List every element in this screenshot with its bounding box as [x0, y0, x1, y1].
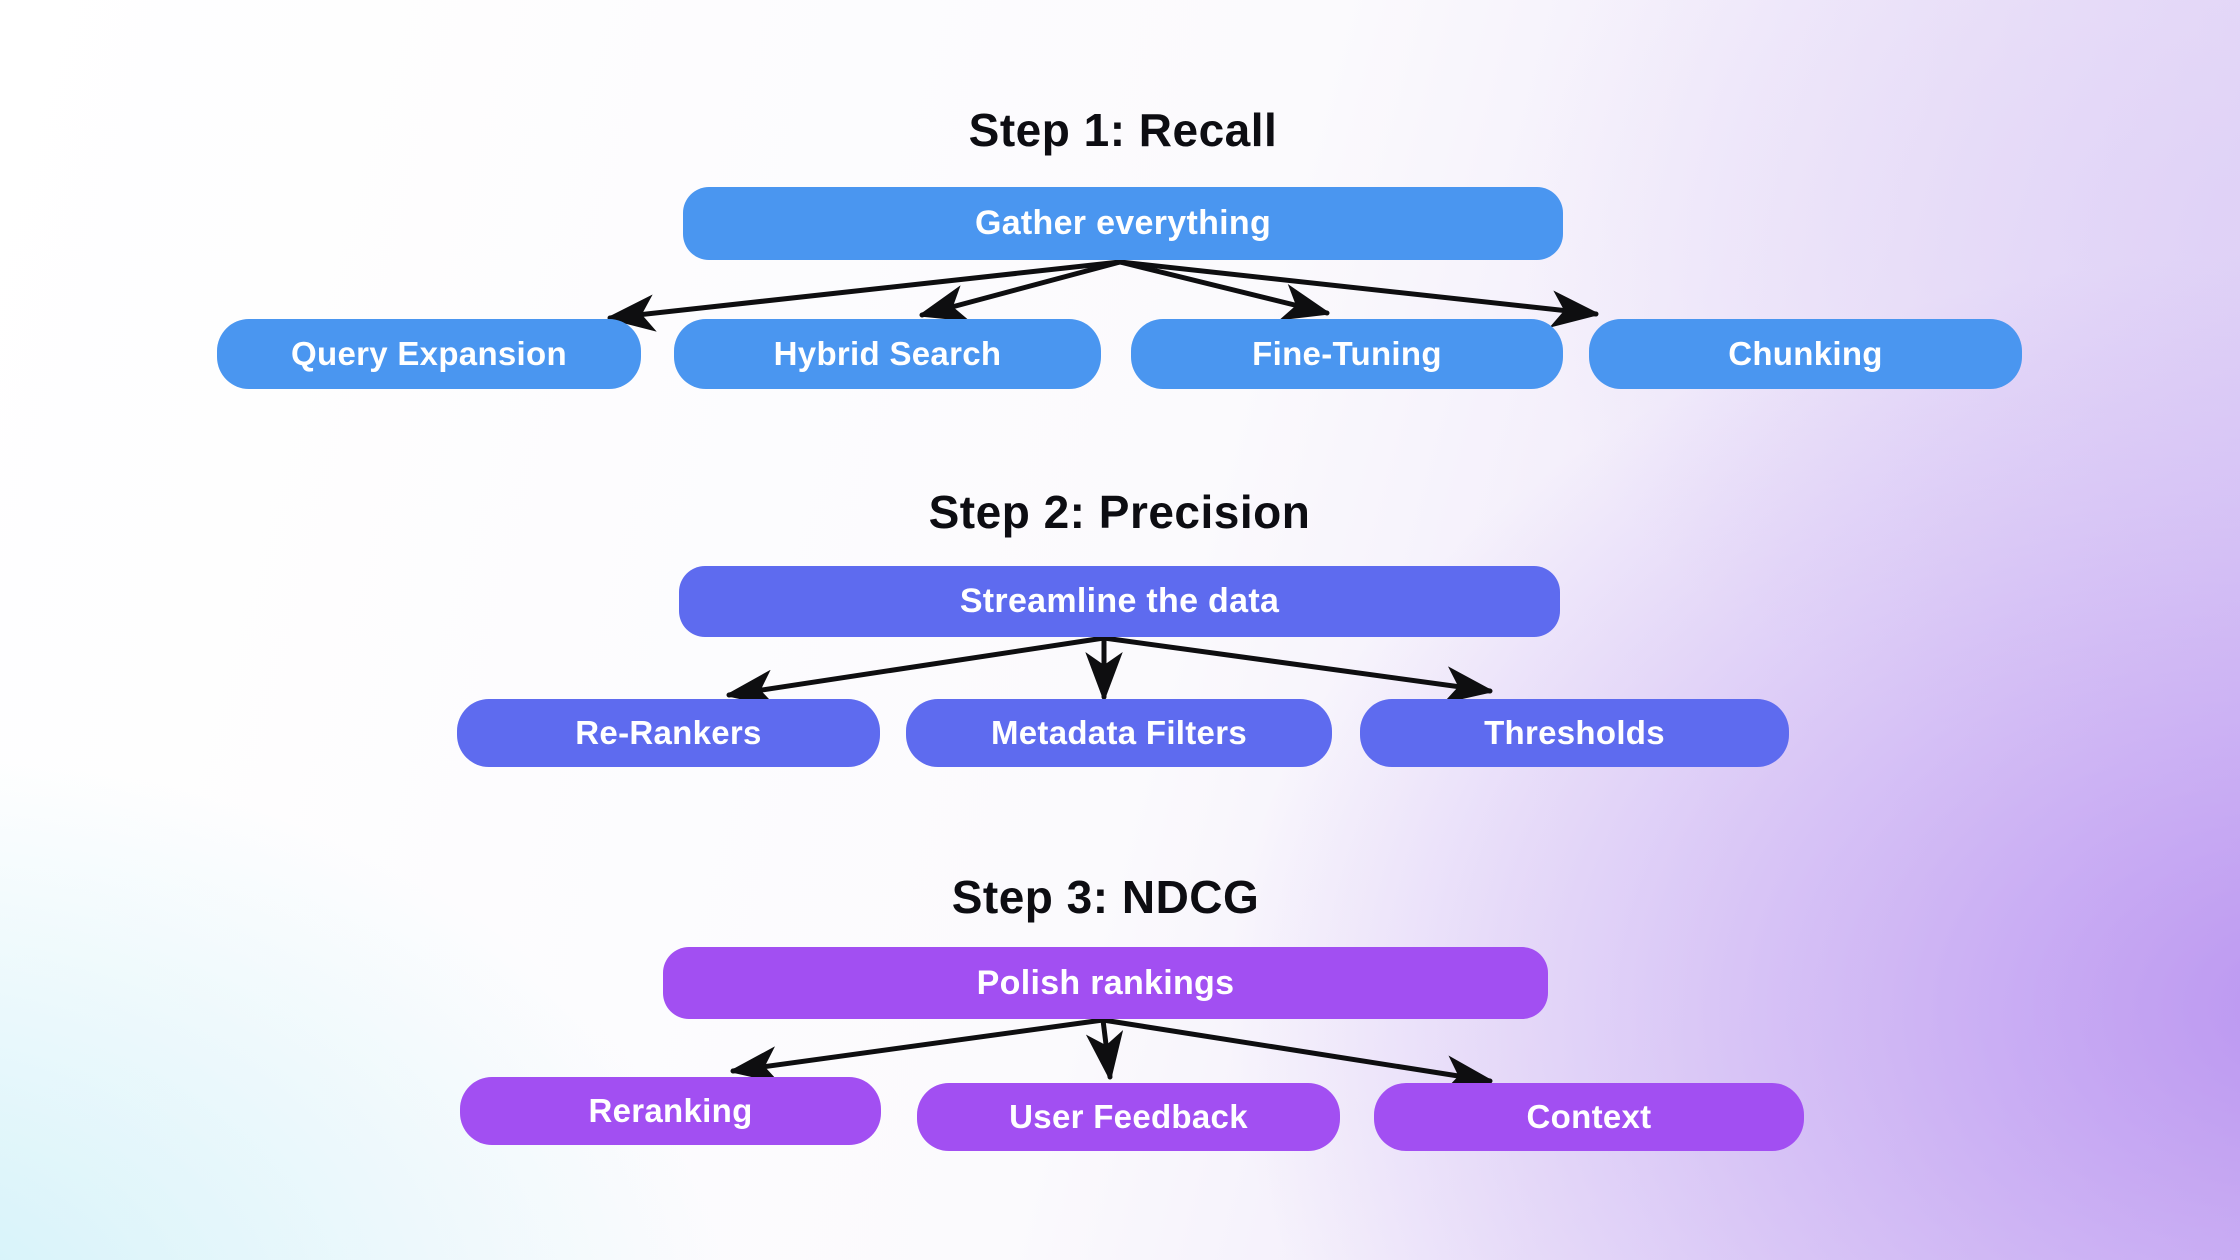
- node-chunking: Chunking: [1589, 319, 2022, 389]
- node-label: Gather everything: [974, 204, 1272, 242]
- arrows-step-1: [607, 259, 1599, 318]
- node-re-rankers: Re-Rankers: [457, 699, 880, 767]
- node-label: Chunking: [1728, 335, 1883, 372]
- arrow-polish-to-user-feedback: [1103, 1017, 1110, 1080]
- node-label: Fine-Tuning: [1252, 335, 1442, 372]
- node-gather-everything: Gather everything: [683, 187, 1563, 260]
- node-thresholds: Thresholds: [1360, 699, 1789, 767]
- arrow-polish-to-reranking: [733, 1017, 1106, 1071]
- node-context: Context: [1374, 1083, 1804, 1151]
- node-polish-rankings: Polish rankings: [663, 947, 1548, 1019]
- node-query-expansion: Query Expansion: [217, 319, 641, 389]
- node-user-feedback: User Feedback: [917, 1083, 1340, 1151]
- arrow-gather-to-query-expansion: [607, 259, 1123, 318]
- section-title-step-2: Step 2: Precision: [928, 486, 1311, 538]
- arrows-step-3: [733, 1017, 1490, 1081]
- node-label: Metadata Filters: [990, 714, 1248, 751]
- arrow-streamline-to-thresholds: [1101, 635, 1490, 691]
- arrows-step-2: [729, 635, 1490, 697]
- node-label: Streamline the data: [959, 582, 1280, 620]
- node-label: Query Expansion: [291, 335, 567, 372]
- section-title-step-3: Step 3: NDCG: [951, 871, 1260, 923]
- node-label: Context: [1526, 1098, 1652, 1135]
- node-label: Reranking: [588, 1092, 753, 1129]
- node-label: Re-Rankers: [575, 714, 762, 751]
- arrow-gather-to-hybrid-search: [922, 259, 1123, 315]
- node-label: Hybrid Search: [773, 335, 1002, 372]
- arrow-polish-to-context: [1100, 1017, 1490, 1081]
- node-metadata-filters: Metadata Filters: [906, 699, 1332, 767]
- arrow-gather-to-chunking: [1117, 259, 1599, 314]
- node-label: Polish rankings: [976, 963, 1235, 1002]
- section-title-step-1: Step 1: Recall: [968, 104, 1278, 156]
- node-label: Thresholds: [1484, 714, 1665, 751]
- node-streamline-the-data: Streamline the data: [679, 566, 1560, 637]
- node-reranking: Reranking: [460, 1077, 881, 1145]
- arrow-streamline-to-re-rankers: [729, 635, 1107, 695]
- node-fine-tuning: Fine-Tuning: [1131, 319, 1563, 389]
- node-hybrid-search: Hybrid Search: [674, 319, 1101, 389]
- arrow-gather-to-fine-tuning: [1117, 259, 1327, 313]
- node-label: User Feedback: [1009, 1098, 1248, 1135]
